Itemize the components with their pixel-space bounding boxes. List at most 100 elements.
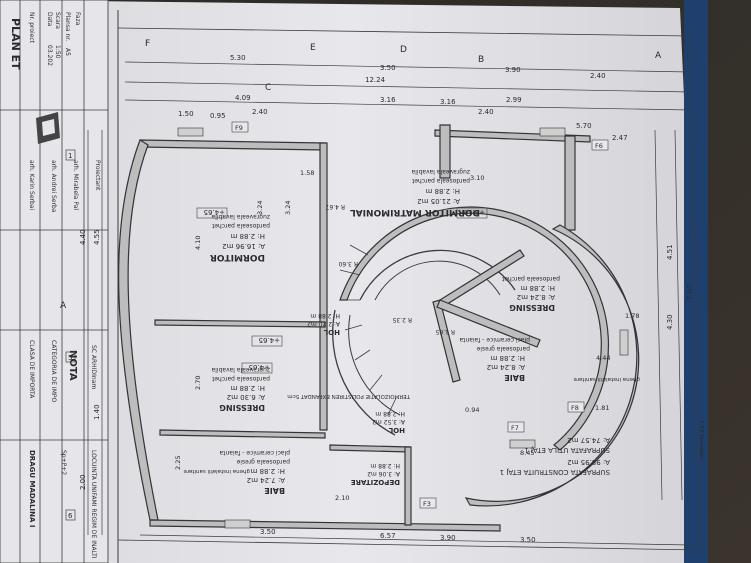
- dim-int-6: 1.58: [300, 169, 314, 177]
- axis-number-5: 5: [68, 354, 72, 362]
- svg-text:placi ceramice - faianta: placi ceramice - faianta: [459, 336, 530, 343]
- project-no-label: Nr. proiect: [28, 12, 35, 44]
- svg-text:H: 2.88 m: H: 2.88 m: [230, 384, 265, 392]
- dim-top-13: 2.99: [506, 96, 522, 104]
- dim-right-2: 4.30: [666, 314, 674, 330]
- scale-label: Scara: [54, 12, 61, 29]
- dim-int-9: 1.81: [595, 404, 609, 412]
- title-block: PLAN ET Nr. proiect Data 03.202 Scara 1:…: [0, 0, 109, 563]
- dim-int-3: 3.24: [284, 201, 292, 215]
- axis-letter-a-left: A: [60, 301, 67, 311]
- room-hol-1: HOL A: 2.20 m2 H: 2.88 m: [307, 312, 340, 336]
- interior-dimensions: 4.10 3.24 3.24 2.70 2.25 1.58 0.94 8.45 …: [174, 169, 639, 502]
- window-tags: F9 F8 F7 F6 F3: [231, 121, 609, 509]
- axis-letter-c: C: [265, 83, 271, 93]
- binder-strip: [684, 0, 708, 563]
- drawing-frame: [117, 10, 701, 563]
- architect-1: arh. Karin Serbai: [28, 160, 35, 210]
- wall-depozitare-right: [404, 446, 412, 526]
- dim-int-8: 8.45: [520, 449, 534, 457]
- date-label: Data: [46, 12, 53, 27]
- window-tag-f3: F3: [419, 497, 437, 509]
- sheet-title: PLAN ET: [9, 18, 22, 70]
- nota-label: NOTA: [67, 350, 78, 381]
- svg-text:pardoseala gresie: pardoseala gresie: [236, 458, 290, 465]
- levels-regime: Sp+P+2: [60, 450, 67, 475]
- axis-letters: F E D C B A A: [60, 39, 662, 311]
- room-dressing-2: DRESSING A: 6.30 m2 H: 2.88 m pardoseala…: [211, 366, 270, 412]
- built-area-value: A: 98.95 m2: [567, 458, 610, 466]
- svg-text:F7: F7: [511, 424, 519, 432]
- svg-text:H: 2.88 m: H: 2.88 m: [520, 284, 555, 292]
- svg-text:F9: F9: [235, 124, 243, 132]
- wall-radial-3: [436, 299, 541, 348]
- wall-right-inner: [564, 135, 576, 231]
- wall-radial-2: [432, 299, 461, 383]
- svg-text:A: 16.96 m2: A: 16.96 m2: [222, 242, 265, 250]
- svg-text:A: 6.30 m2: A: 6.30 m2: [227, 393, 265, 401]
- window-sills: [177, 127, 629, 529]
- beneficiary: DRAGU MADALINA I: [28, 450, 36, 527]
- architect-2: arh. Andrei Serba: [50, 160, 57, 213]
- svg-text:A: 2.20 m2: A: 2.20 m2: [307, 320, 340, 327]
- dim-int-7: 0.94: [465, 406, 479, 414]
- dim-int-13: 3.10: [470, 174, 484, 182]
- axis-number-1: 1: [68, 152, 72, 160]
- architect-3: arh. Mirabela Pal: [72, 160, 79, 210]
- axis-letter-a: A: [655, 51, 662, 61]
- note-termoizolatie: TERMOIZOLATIE POLISTIREN EXPANDAT 5cm: [287, 393, 411, 399]
- room-depozitare: DEPOZITARE A: 3.06 m2 H: 2.88 m: [351, 462, 400, 486]
- wall-dressing-baie: [159, 429, 326, 439]
- svg-text:HOL: HOL: [323, 328, 340, 336]
- dim-int-11: 1.78: [625, 312, 639, 320]
- dim-top-2: 3.50: [380, 64, 396, 72]
- sheet-no-value: A5: [64, 48, 71, 56]
- right-dimension-chain: 4.51 4.30 7.07: [654, 129, 694, 501]
- svg-text:H: 2.88 m: H: 2.88 m: [425, 187, 460, 195]
- wall-circle-main: [339, 206, 610, 451]
- note-ghena-2: ghena instalatii sanitare: [183, 468, 250, 474]
- dim-top-8: 3.16: [440, 98, 456, 106]
- dim-top-5: 12.24: [365, 76, 386, 84]
- categ-label: CATEGORIA DE IMPO: [50, 340, 57, 402]
- level-mark-dressing: +4.65: [251, 335, 283, 347]
- dim-left-2: 4.55: [93, 229, 101, 245]
- svg-text:pardoseala parchet: pardoseala parchet: [211, 375, 270, 382]
- svg-text:BAIE: BAIE: [264, 486, 285, 495]
- svg-text:placi ceramice - faianta: placi ceramice - faianta: [219, 449, 290, 456]
- svg-text:HOL: HOL: [388, 426, 405, 434]
- company-logo: [36, 112, 60, 144]
- note-ghena: ghena instalatii sanitare: [573, 376, 640, 382]
- bottom-dimension-chain: 3.50 6.57 3.90 3.50: [139, 528, 691, 546]
- dim-top-7: 3.16: [380, 96, 396, 104]
- svg-text:A: 8.24 m2: A: 8.24 m2: [517, 293, 555, 301]
- dim-bottom-1: 3.50: [260, 528, 276, 536]
- svg-text:DEPOZITARE: DEPOZITARE: [351, 478, 400, 486]
- dim-int-4: 2.70: [194, 376, 202, 390]
- plan-notes: TERMOIZOLATIE POLISTIREN EXPANDAT 5cm gh…: [183, 203, 704, 474]
- dim-top-1: 5.30: [230, 54, 246, 62]
- dim-int-2: 3.24: [256, 201, 264, 215]
- axis-number-6: 6: [68, 512, 73, 520]
- svg-text:+3.10: +3.10: [464, 208, 485, 216]
- dim-bottom-4: 3.50: [520, 536, 536, 544]
- svg-text:A: 3.52 m2: A: 3.52 m2: [372, 418, 405, 425]
- svg-text:H: 2.88 m: H: 2.88 m: [310, 312, 340, 319]
- dim-top-14: 5.70: [576, 122, 592, 130]
- dim-int-10: 4.44: [596, 354, 610, 362]
- dim-top-3: 3.90: [505, 66, 521, 74]
- svg-text:BAIE: BAIE: [504, 373, 525, 382]
- class-label: CLASA DE IMPORTA: [28, 340, 35, 399]
- dim-top-11: 0.95: [210, 112, 226, 120]
- built-area-label: SUPRAFATA CONSTRUITA ETAJ 1: [500, 468, 610, 476]
- dim-left-1: 4.40: [79, 229, 87, 245]
- dim-bottom-3: 3.90: [440, 534, 456, 542]
- svg-text:H: 2.88 m: H: 2.88 m: [230, 232, 265, 240]
- useful-area-label: SUPRAFATA UTILA ETAJ 1: [524, 446, 610, 454]
- dim-top-6: 4.09: [235, 94, 251, 102]
- svg-text:zugraveala lavabila: zugraveala lavabila: [211, 213, 270, 220]
- svg-text:DORMITOR: DORMITOR: [210, 252, 265, 262]
- svg-text:A: 3.06 m2: A: 3.06 m2: [367, 470, 400, 477]
- wall-partition-vertical: [319, 142, 328, 431]
- stair-arc-3: [332, 309, 396, 436]
